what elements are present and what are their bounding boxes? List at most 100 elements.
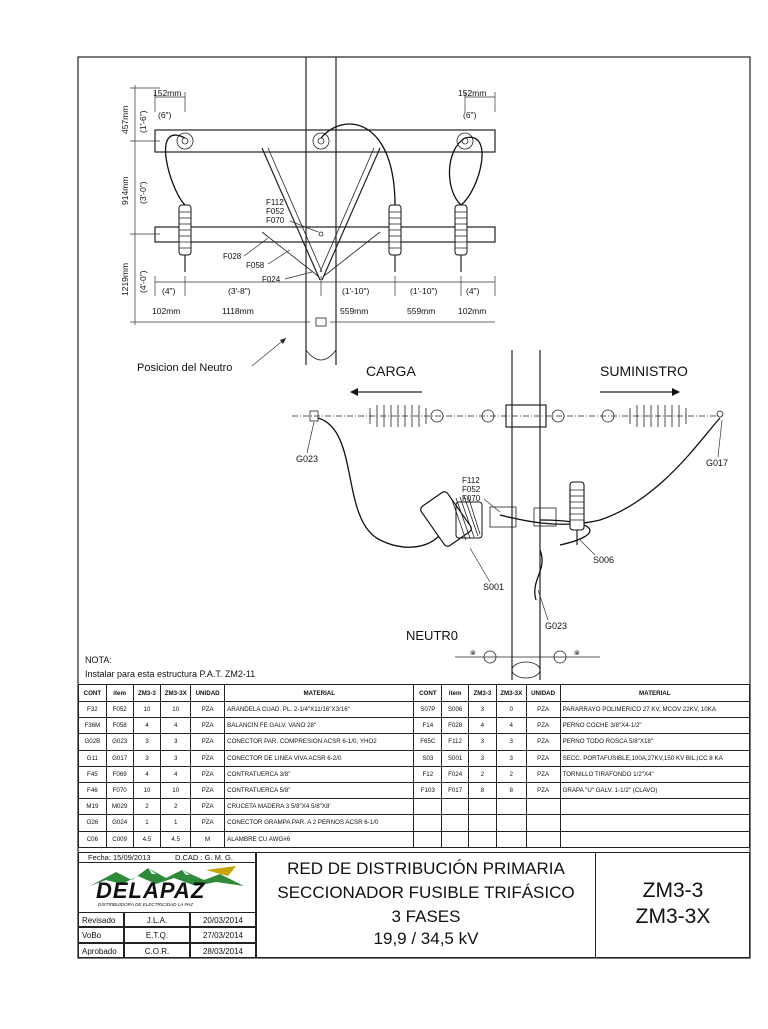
insulator-ring-center-inner (317, 137, 325, 145)
carga-label: CARGA (366, 363, 416, 379)
label-f070: F070 (266, 216, 285, 225)
table-cell: BALANCIN FE GALV. VANO 28" (224, 717, 415, 735)
dim-bottom-ticks (154, 276, 496, 296)
table-cell (468, 830, 497, 848)
table-cell: PZA (525, 749, 561, 767)
table-cell: 4 (132, 717, 162, 735)
table-cell: C06 (78, 830, 107, 848)
label-s006: S006 (593, 555, 614, 565)
neutral-shackle-right (553, 650, 567, 664)
dim-bot-mm-1: 102mm (152, 306, 180, 316)
table-cell: TORNILLO TIRAFONDO 1/2"X4" (559, 765, 751, 783)
brace-left-lower (261, 231, 319, 277)
bom-header-7: item (441, 684, 469, 702)
cutout-right (454, 204, 468, 272)
signoff-role: Aprobado (78, 942, 124, 958)
dim-bot-imp-4: (1'-10") (410, 286, 437, 296)
table-cell: G02B (78, 733, 107, 751)
table-cell (495, 830, 527, 848)
jumper-right (460, 136, 483, 206)
dim-left-2: (1'-6") (138, 110, 148, 133)
table-cell: PARARRAYO POLIMERICO 27 KV, MCOV 22KV, 1… (559, 700, 751, 719)
table-cell: M029 (105, 798, 134, 816)
table-cell: F069 (105, 765, 134, 783)
table-cell: F103 (413, 781, 443, 800)
table-cell: 2 (495, 765, 527, 783)
leader-line (243, 237, 269, 257)
table-cell: 3 (468, 733, 497, 751)
table-cell (441, 798, 469, 816)
table-cell (525, 798, 561, 816)
bom-header-1: item (105, 684, 134, 702)
dim-top-1: 152mm (153, 88, 181, 98)
table-cell: S001 (441, 749, 469, 767)
signoff-role: Revisado (78, 912, 124, 928)
dim-bot-mm-2: 1118mm (222, 306, 254, 316)
bom-header-0: CONT (78, 684, 107, 702)
cad-label: D.CAD : G. M. G. (175, 853, 233, 862)
table-cell: 10 (132, 781, 162, 800)
connector-right (716, 410, 724, 418)
label-f070-side: F070 (462, 494, 481, 503)
table-cell: M (190, 830, 226, 848)
insulator-string-right (551, 405, 687, 427)
title-line-2: SECCIONADOR FUSIBLE TRIFÁSICO (277, 883, 575, 902)
table-cell: 2 (468, 765, 497, 783)
cutout-center (388, 204, 402, 272)
table-cell: PZA (525, 733, 561, 751)
leader-line (284, 271, 313, 280)
table-cell: 4 (132, 765, 162, 783)
dim-bot-mm-5: 102mm (458, 306, 486, 316)
table-cell: 10 (132, 700, 162, 719)
table-cell: G26 (78, 814, 107, 832)
bom-header-5: MATERIAL (224, 684, 415, 702)
leader-line (289, 220, 319, 233)
table-cell: 3 (495, 749, 527, 767)
signoff-date: 27/03/2014 (190, 927, 256, 943)
neutral-bolt (511, 661, 541, 679)
table-cell (559, 814, 751, 832)
logo-box (78, 862, 256, 912)
bom-header-11: MATERIAL (559, 684, 751, 702)
table-cell: 4 (468, 717, 497, 735)
label-g017: G017 (706, 458, 728, 468)
code-zm3-3x: ZM3-3X (635, 905, 711, 928)
table-cell (525, 830, 561, 848)
table-cell: F112 (441, 733, 469, 751)
note-text: Instalar para esta estructura P.A.T. ZM2… (85, 669, 255, 679)
table-cell: PZA (190, 700, 226, 719)
table-cell: M19 (78, 798, 107, 816)
table-cell: ALAMBRE CU AWG#6 (224, 830, 415, 848)
cutout-left (178, 204, 192, 272)
table-cell: GRAPA "U" GALV. 1-1/2" (CLAVO) (559, 781, 751, 800)
dim-bot-mm-3: 559mm (340, 306, 368, 316)
bom-header-2: ZM3-3 (132, 684, 162, 702)
table-cell (413, 814, 443, 832)
dim-top-4: (6") (463, 110, 477, 120)
signoff-who: E.T.Q. (124, 927, 190, 943)
label-f112: F112 (266, 198, 284, 207)
table-cell: 4 (160, 765, 192, 783)
table-cell: 4.5 (160, 830, 192, 848)
table-cell: F14 (413, 717, 443, 735)
table-cell: 3 (160, 749, 192, 767)
label-f052-side: F052 (462, 485, 481, 494)
dim-bot-imp-3: (1'-10") (342, 286, 369, 296)
table-cell: F058 (105, 717, 134, 735)
table-cell: F32 (78, 700, 107, 719)
table-cell (495, 814, 527, 832)
table-cell: PZA (190, 733, 226, 751)
table-cell: 2 (160, 798, 192, 816)
table-cell: SECC. PORTAFUSIBLE,100A,27KV,150 KV BIL,… (559, 749, 751, 767)
tb-center (256, 852, 596, 958)
dim-top-3: 152mm (458, 88, 486, 98)
company-name: DELAPAZ (96, 878, 206, 903)
